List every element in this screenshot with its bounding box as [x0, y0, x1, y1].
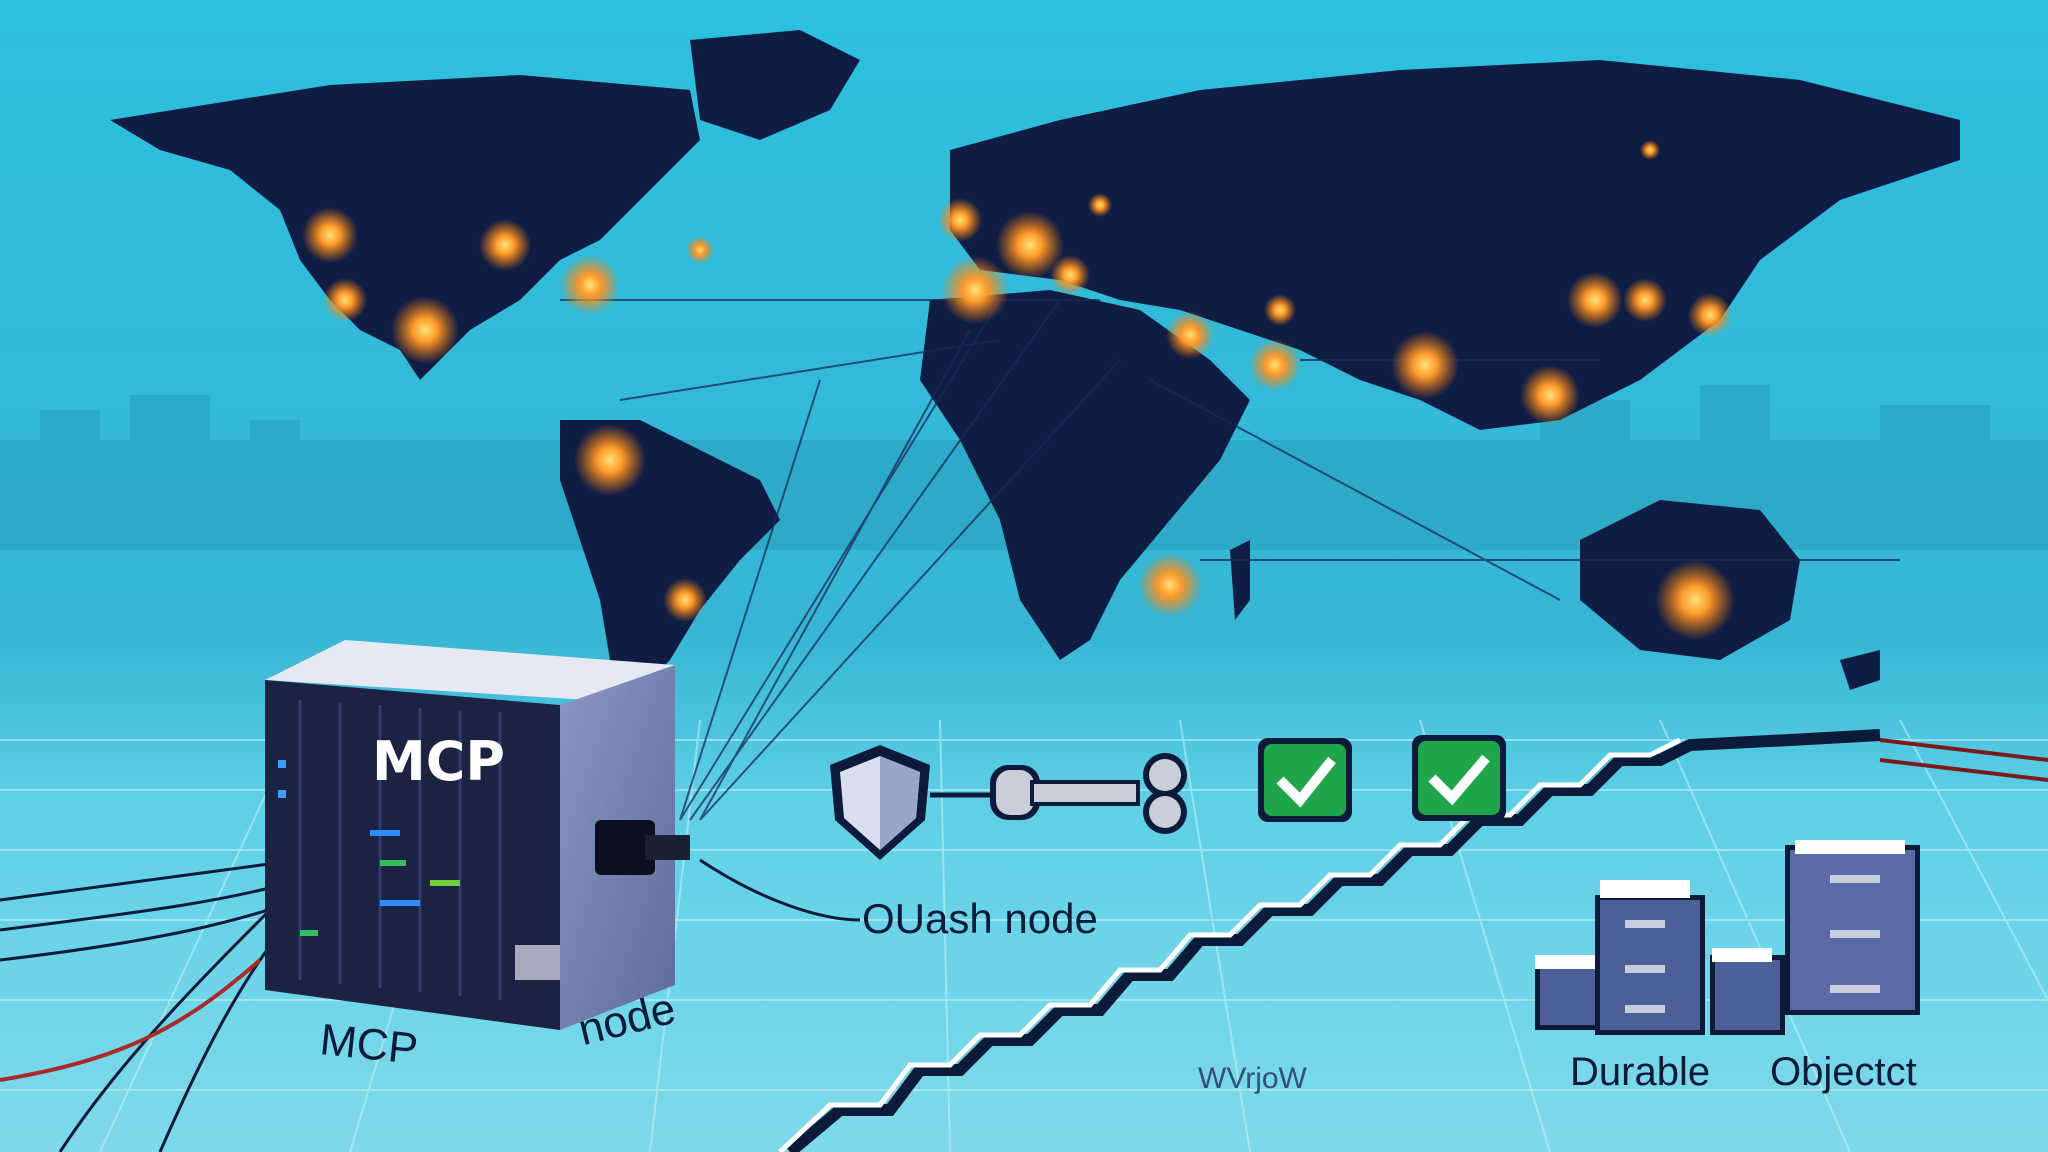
connection-lines [560, 299, 1900, 821]
eurasia [950, 60, 1960, 430]
staircase [786, 729, 1881, 1152]
hash-node-cable [699, 858, 861, 922]
shield-icon [830, 745, 930, 860]
check-icon [1258, 738, 1352, 822]
city-lights [302, 140, 1735, 640]
check-icon [1412, 735, 1506, 821]
hash-node-label: OUash node [862, 895, 1098, 942]
server-label: MCP [372, 730, 505, 793]
server-icon [265, 640, 690, 1030]
staircase-highlight [778, 737, 1682, 1152]
right-lines [1879, 738, 2048, 782]
cables [0, 858, 301, 1152]
workflow-label: WVrjoW [1198, 1062, 1307, 1095]
key-icon [990, 753, 1187, 834]
mcp-label: MCP [317, 1015, 421, 1074]
filing-cabinet-icon [1535, 840, 1920, 1035]
new-zealand [1840, 650, 1880, 690]
north-america [110, 75, 700, 380]
greenland [690, 30, 860, 140]
red-cable [0, 958, 262, 1082]
objects-label: Objectct [1770, 1050, 1917, 1094]
durable-label: Durable [1570, 1050, 1711, 1094]
